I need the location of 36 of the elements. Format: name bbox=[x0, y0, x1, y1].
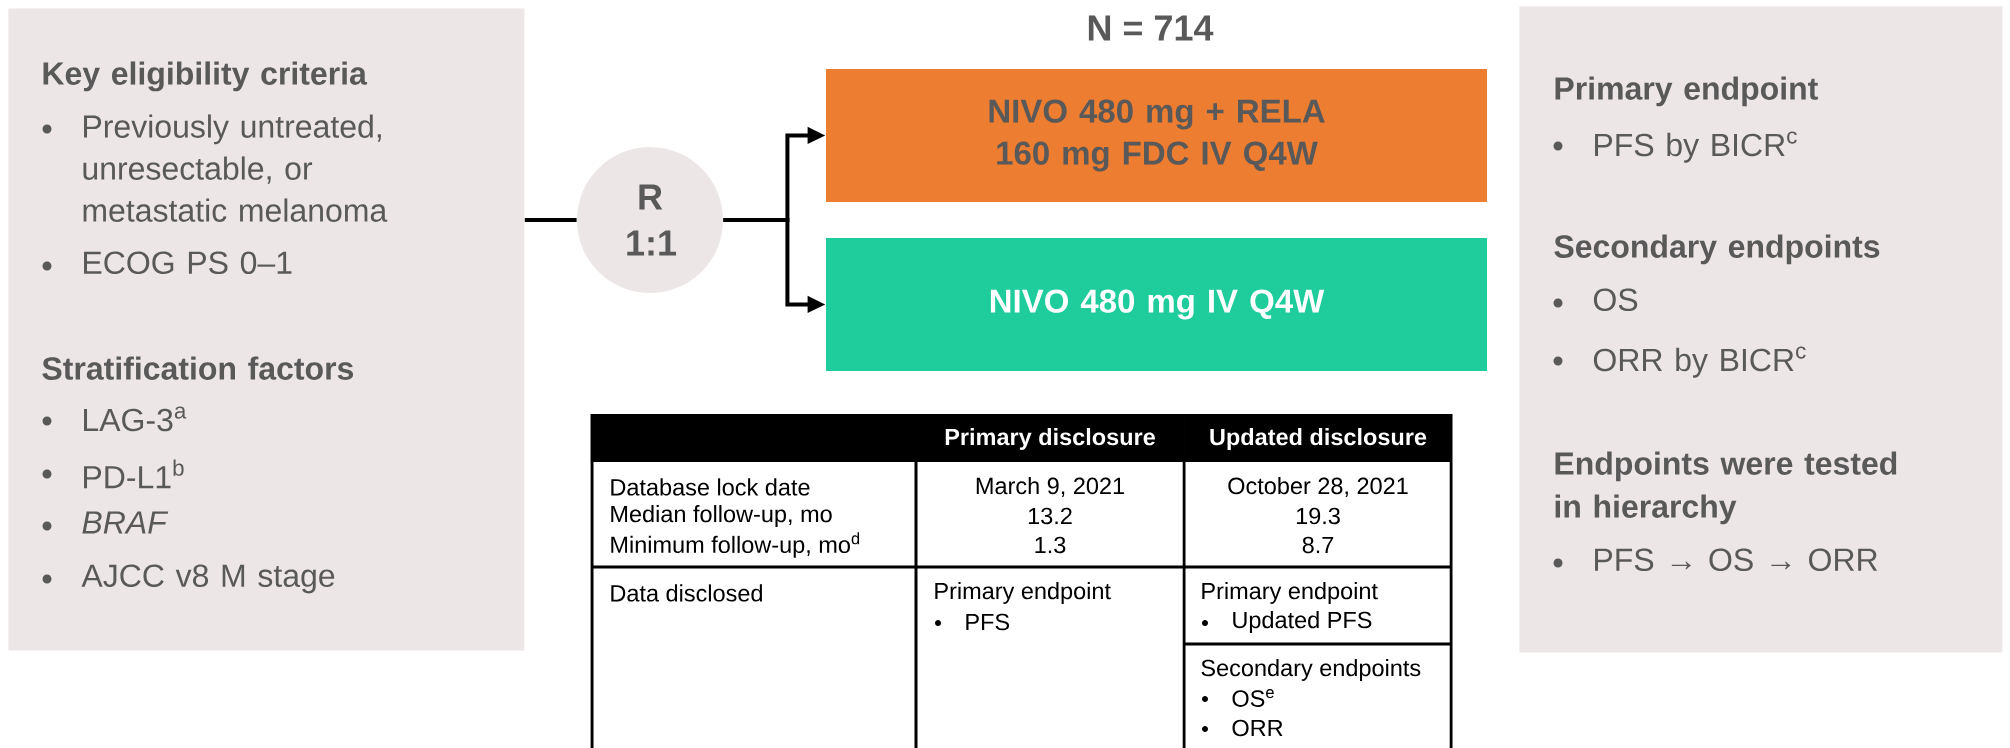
bullet-item: PD-L1$^{b}$ bbox=[42, 459, 184, 489]
table-text: Database lock date bbox=[611, 478, 810, 496]
bullet-item: ORR by BICR$^{c}$ bbox=[1553, 346, 1806, 378]
table-text: 19.3 bbox=[1296, 507, 1340, 525]
table-text: Median follow-up, mo bbox=[611, 505, 832, 527]
heading: Key eligibility criteria bbox=[43, 61, 368, 92]
table-text: March 9, 2021 bbox=[976, 476, 1124, 497]
bullet-item: ECOG PS 0–1 bbox=[42, 251, 292, 275]
table-text: October 28, 2021 bbox=[1228, 476, 1408, 497]
treatment-arm-box: NIVO 480 mg + RELA 160 mg FDC IV Q4W bbox=[826, 69, 1487, 202]
treatment-arm-box: NIVO 480 mg IV Q4W bbox=[826, 238, 1487, 371]
table-bullet-item: ORR bbox=[1202, 719, 1283, 737]
table-text: Primary endpoint bbox=[1202, 582, 1378, 604]
table-text: 13.2 bbox=[1028, 507, 1072, 525]
heading: Stratification factors bbox=[42, 356, 353, 380]
bullet-item: PFS → OS → ORR bbox=[1553, 548, 1878, 572]
heading: Endpoints were tested in hierarchy bbox=[1555, 451, 1897, 525]
bullet-item: BRAF bbox=[42, 511, 169, 534]
table-text: Data disclosed bbox=[611, 584, 762, 602]
bullet-item: PFS by BICR$^{c}$ bbox=[1553, 131, 1797, 163]
table-bullet-item: OS$^{e}$ bbox=[1202, 689, 1274, 707]
header-cell: Updated disclosure bbox=[1184, 414, 1453, 462]
heading: Secondary endpoints bbox=[1554, 234, 1880, 265]
table-bullet-item: PFS bbox=[935, 613, 1010, 631]
table-text: Secondary endpoints bbox=[1201, 659, 1421, 681]
bullet-item: LAG-3$^{a}$ bbox=[42, 406, 187, 432]
bullet-item: AJCC v8 M stage bbox=[42, 564, 335, 594]
table-text: 8.7 bbox=[1302, 536, 1334, 554]
bullet-item: Previously untreated, unresectable, or metastatic melanoma bbox=[42, 114, 388, 222]
header-cell: Primary disclosure bbox=[916, 414, 1184, 462]
table-text: Primary endpoint bbox=[935, 582, 1111, 604]
table-text: 1.3 bbox=[1035, 536, 1066, 554]
heading: Primary endpoint bbox=[1555, 76, 1818, 107]
bullet-item: OS bbox=[1553, 288, 1638, 312]
table-text: Minimum follow-up, mo$^{d}$ bbox=[611, 532, 860, 558]
table-bullet-item: Updated PFS bbox=[1202, 611, 1372, 633]
